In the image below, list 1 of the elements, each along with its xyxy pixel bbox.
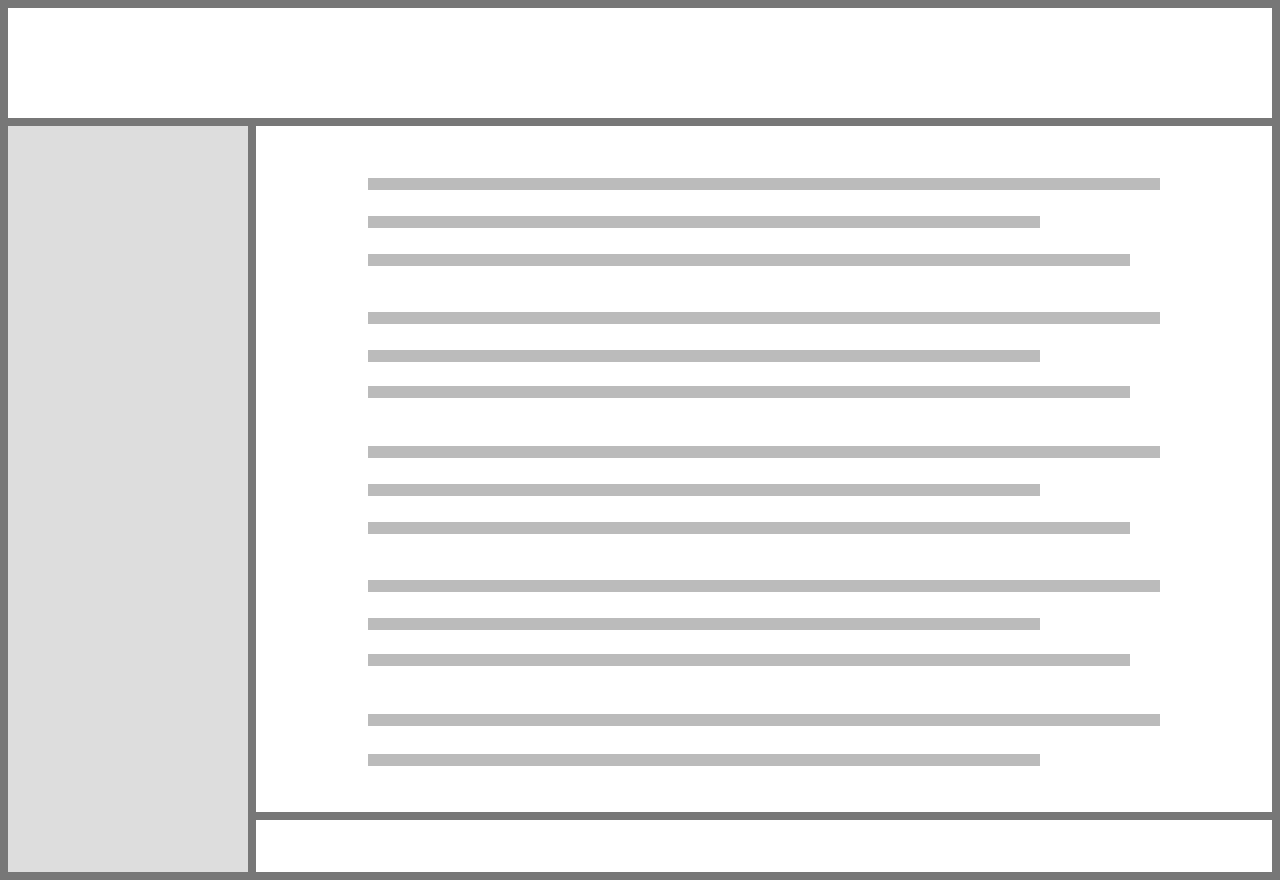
sidebar-panel	[8, 126, 256, 872]
